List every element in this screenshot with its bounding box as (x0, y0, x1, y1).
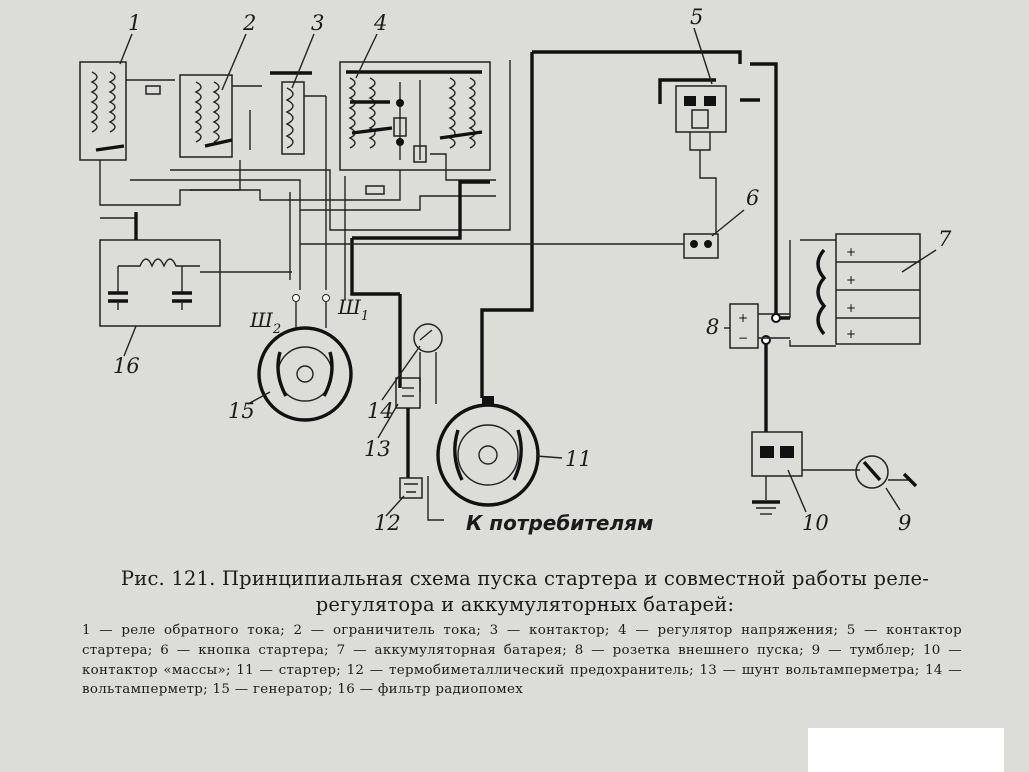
battery-plus-sign: + (846, 245, 856, 259)
label-8: 8 (706, 315, 719, 339)
ground-contactor (751, 431, 860, 515)
reverse-current-relay (79, 61, 175, 161)
label-4: 4 (373, 11, 387, 35)
battery-plus-sign: + (846, 327, 856, 341)
toggle-switch (855, 455, 918, 489)
battery-plus-sign: + (846, 273, 856, 287)
starter-contactor (675, 85, 727, 234)
contactor (270, 71, 327, 170)
relay-regulator-block (79, 60, 511, 300)
ammeter-shunt (395, 377, 421, 478)
label-6: 6 (746, 186, 759, 210)
generator (257, 294, 353, 422)
label-13: 13 (364, 437, 391, 461)
thermal-fuse (399, 476, 444, 521)
figure-caption-legend: 1 — реле обратного тока; 2 — ограничител… (82, 623, 962, 698)
figure-caption-title: Рис. 121. Принципиальная схема пуска ста… (120, 567, 930, 616)
consumers-label: К потребителям (466, 511, 653, 535)
label-11: 11 (565, 447, 592, 471)
voltammeter (413, 323, 443, 404)
voltage-regulator (339, 61, 491, 195)
starter-motor (436, 396, 540, 507)
label-1: 1 (128, 11, 141, 35)
white-scan-patch (808, 728, 1004, 772)
label-2: 2 (242, 11, 256, 35)
winding-sh1-label: Ш1 (337, 295, 369, 324)
label-5: 5 (690, 5, 703, 29)
external-start-socket: + − (729, 303, 790, 349)
label-3: 3 (311, 11, 324, 35)
battery-plus-sign: + (846, 301, 856, 315)
socket-minus-sign: − (738, 331, 748, 345)
label-9: 9 (898, 511, 911, 535)
label-10: 10 (802, 511, 829, 535)
label-7: 7 (938, 227, 952, 251)
battery: + + + + (789, 233, 921, 347)
label-16: 16 (113, 354, 140, 378)
starter-button (300, 233, 719, 259)
winding-sh2-label: Ш2 (249, 308, 281, 337)
radio-interference-filter (99, 212, 292, 327)
socket-plus-sign: + (738, 311, 748, 325)
current-limiter (179, 74, 262, 158)
